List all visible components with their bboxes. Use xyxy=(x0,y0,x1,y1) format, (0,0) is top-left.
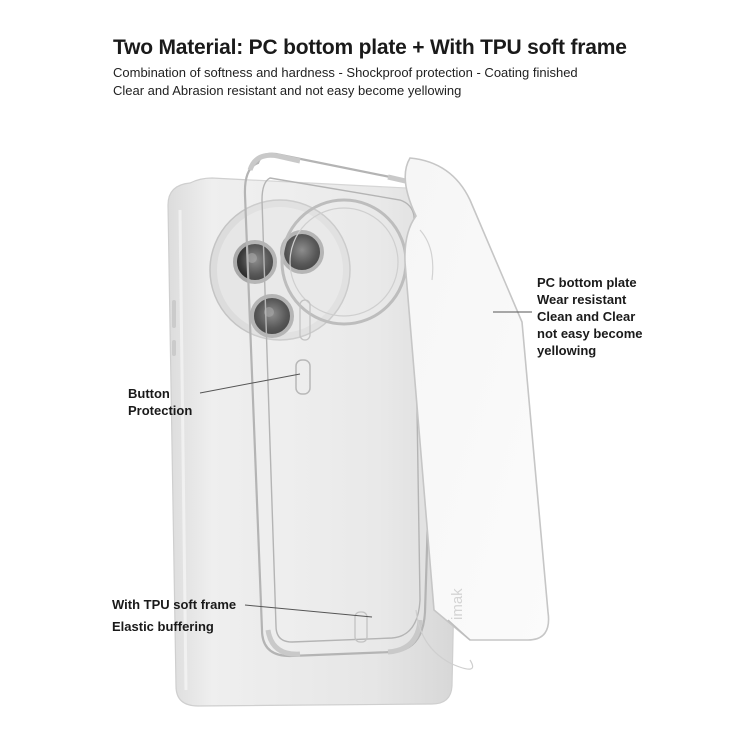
callout-leaders xyxy=(199,311,532,618)
subtitle-line-1: Combination of softness and hardness - S… xyxy=(113,65,578,80)
callout-line: yellowing xyxy=(537,343,597,358)
brand-watermark: imak xyxy=(449,588,466,620)
tpu-frame xyxy=(243,152,438,658)
callout-line: Elastic buffering xyxy=(112,619,214,634)
callout-line: PC bottom plate xyxy=(537,275,637,290)
pc-plate-callout: PC bottom plate Wear resistant Clean and… xyxy=(537,274,643,359)
callout-line: Button xyxy=(128,386,170,401)
subtitle-line-2: Clear and Abrasion resistant and not eas… xyxy=(113,83,462,98)
pc-bottom-plate: imak xyxy=(404,157,550,670)
button-protection-callout: Button Protection xyxy=(128,385,192,419)
callout-line: not easy become xyxy=(537,326,643,341)
callout-line: With TPU soft frame xyxy=(112,597,237,612)
callout-line: Protection xyxy=(128,403,193,418)
callout-line: Clean and Clear xyxy=(537,309,636,324)
callout-line: Wear resistant xyxy=(537,292,627,307)
page-title: Two Material: PC bottom plate + With TPU… xyxy=(113,36,627,59)
tpu-frame-callout: With TPU soft frame Elastic buffering xyxy=(112,594,236,638)
